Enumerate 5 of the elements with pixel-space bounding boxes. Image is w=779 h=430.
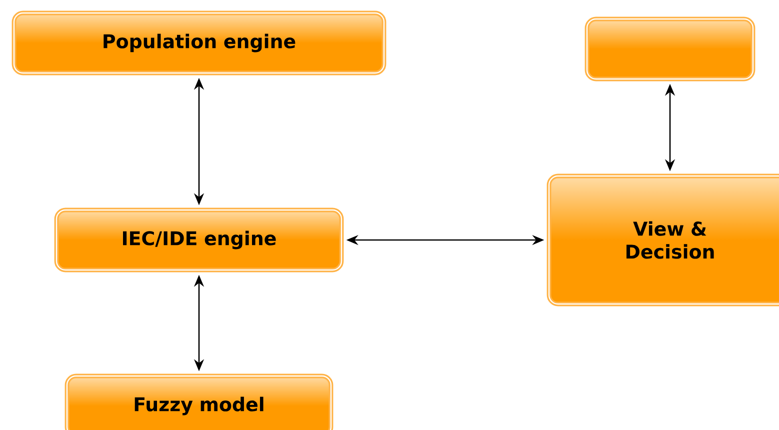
process-box: Fuzzy model: [64, 374, 334, 430]
process-box: Population engine: [12, 10, 386, 76]
process-box: IEC/IDE engine: [54, 208, 344, 272]
process-box: [584, 16, 756, 82]
process-box: View & Decision: [546, 174, 779, 306]
